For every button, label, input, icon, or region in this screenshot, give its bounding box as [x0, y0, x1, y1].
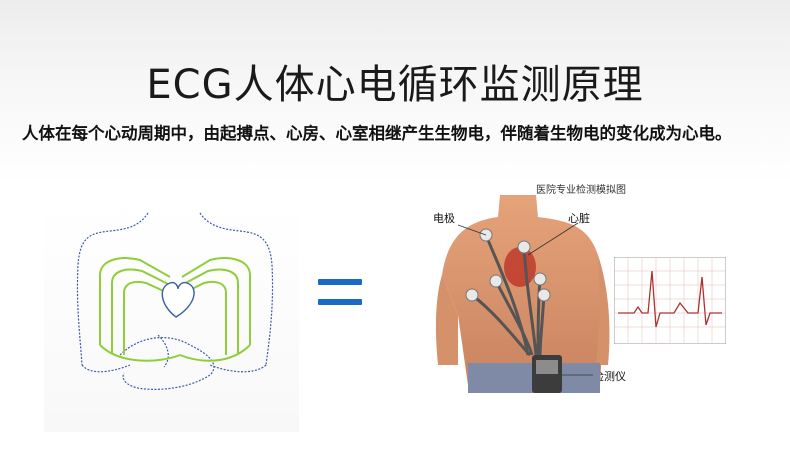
ecg-strip-illustration [614, 257, 726, 344]
body-circulation-illustration [76, 212, 274, 390]
simulation-caption: 医院专业检测模拟图 [536, 185, 626, 196]
equals-sign [318, 279, 362, 309]
torso-illustration [435, 195, 610, 393]
electrode-icon [533, 272, 547, 286]
monitor-label: 检测仪 [593, 370, 626, 383]
body-illustration-panel [44, 200, 299, 432]
electrode-icon [489, 274, 503, 288]
heart-shape-icon [161, 281, 195, 318]
electrode-icon [537, 288, 551, 302]
description-text: 人体在每个心动周期中，由起搏点、心房、心室相继产生生物电，伴随着生物电的变化成为… [22, 124, 732, 143]
electrode-icon [517, 240, 531, 254]
electrode-label: 电极 [433, 212, 455, 225]
electrode-icon [465, 288, 479, 302]
page-title: ECG人体心电循环监测原理 [146, 62, 644, 108]
heart-label: 心脏 [568, 212, 590, 225]
